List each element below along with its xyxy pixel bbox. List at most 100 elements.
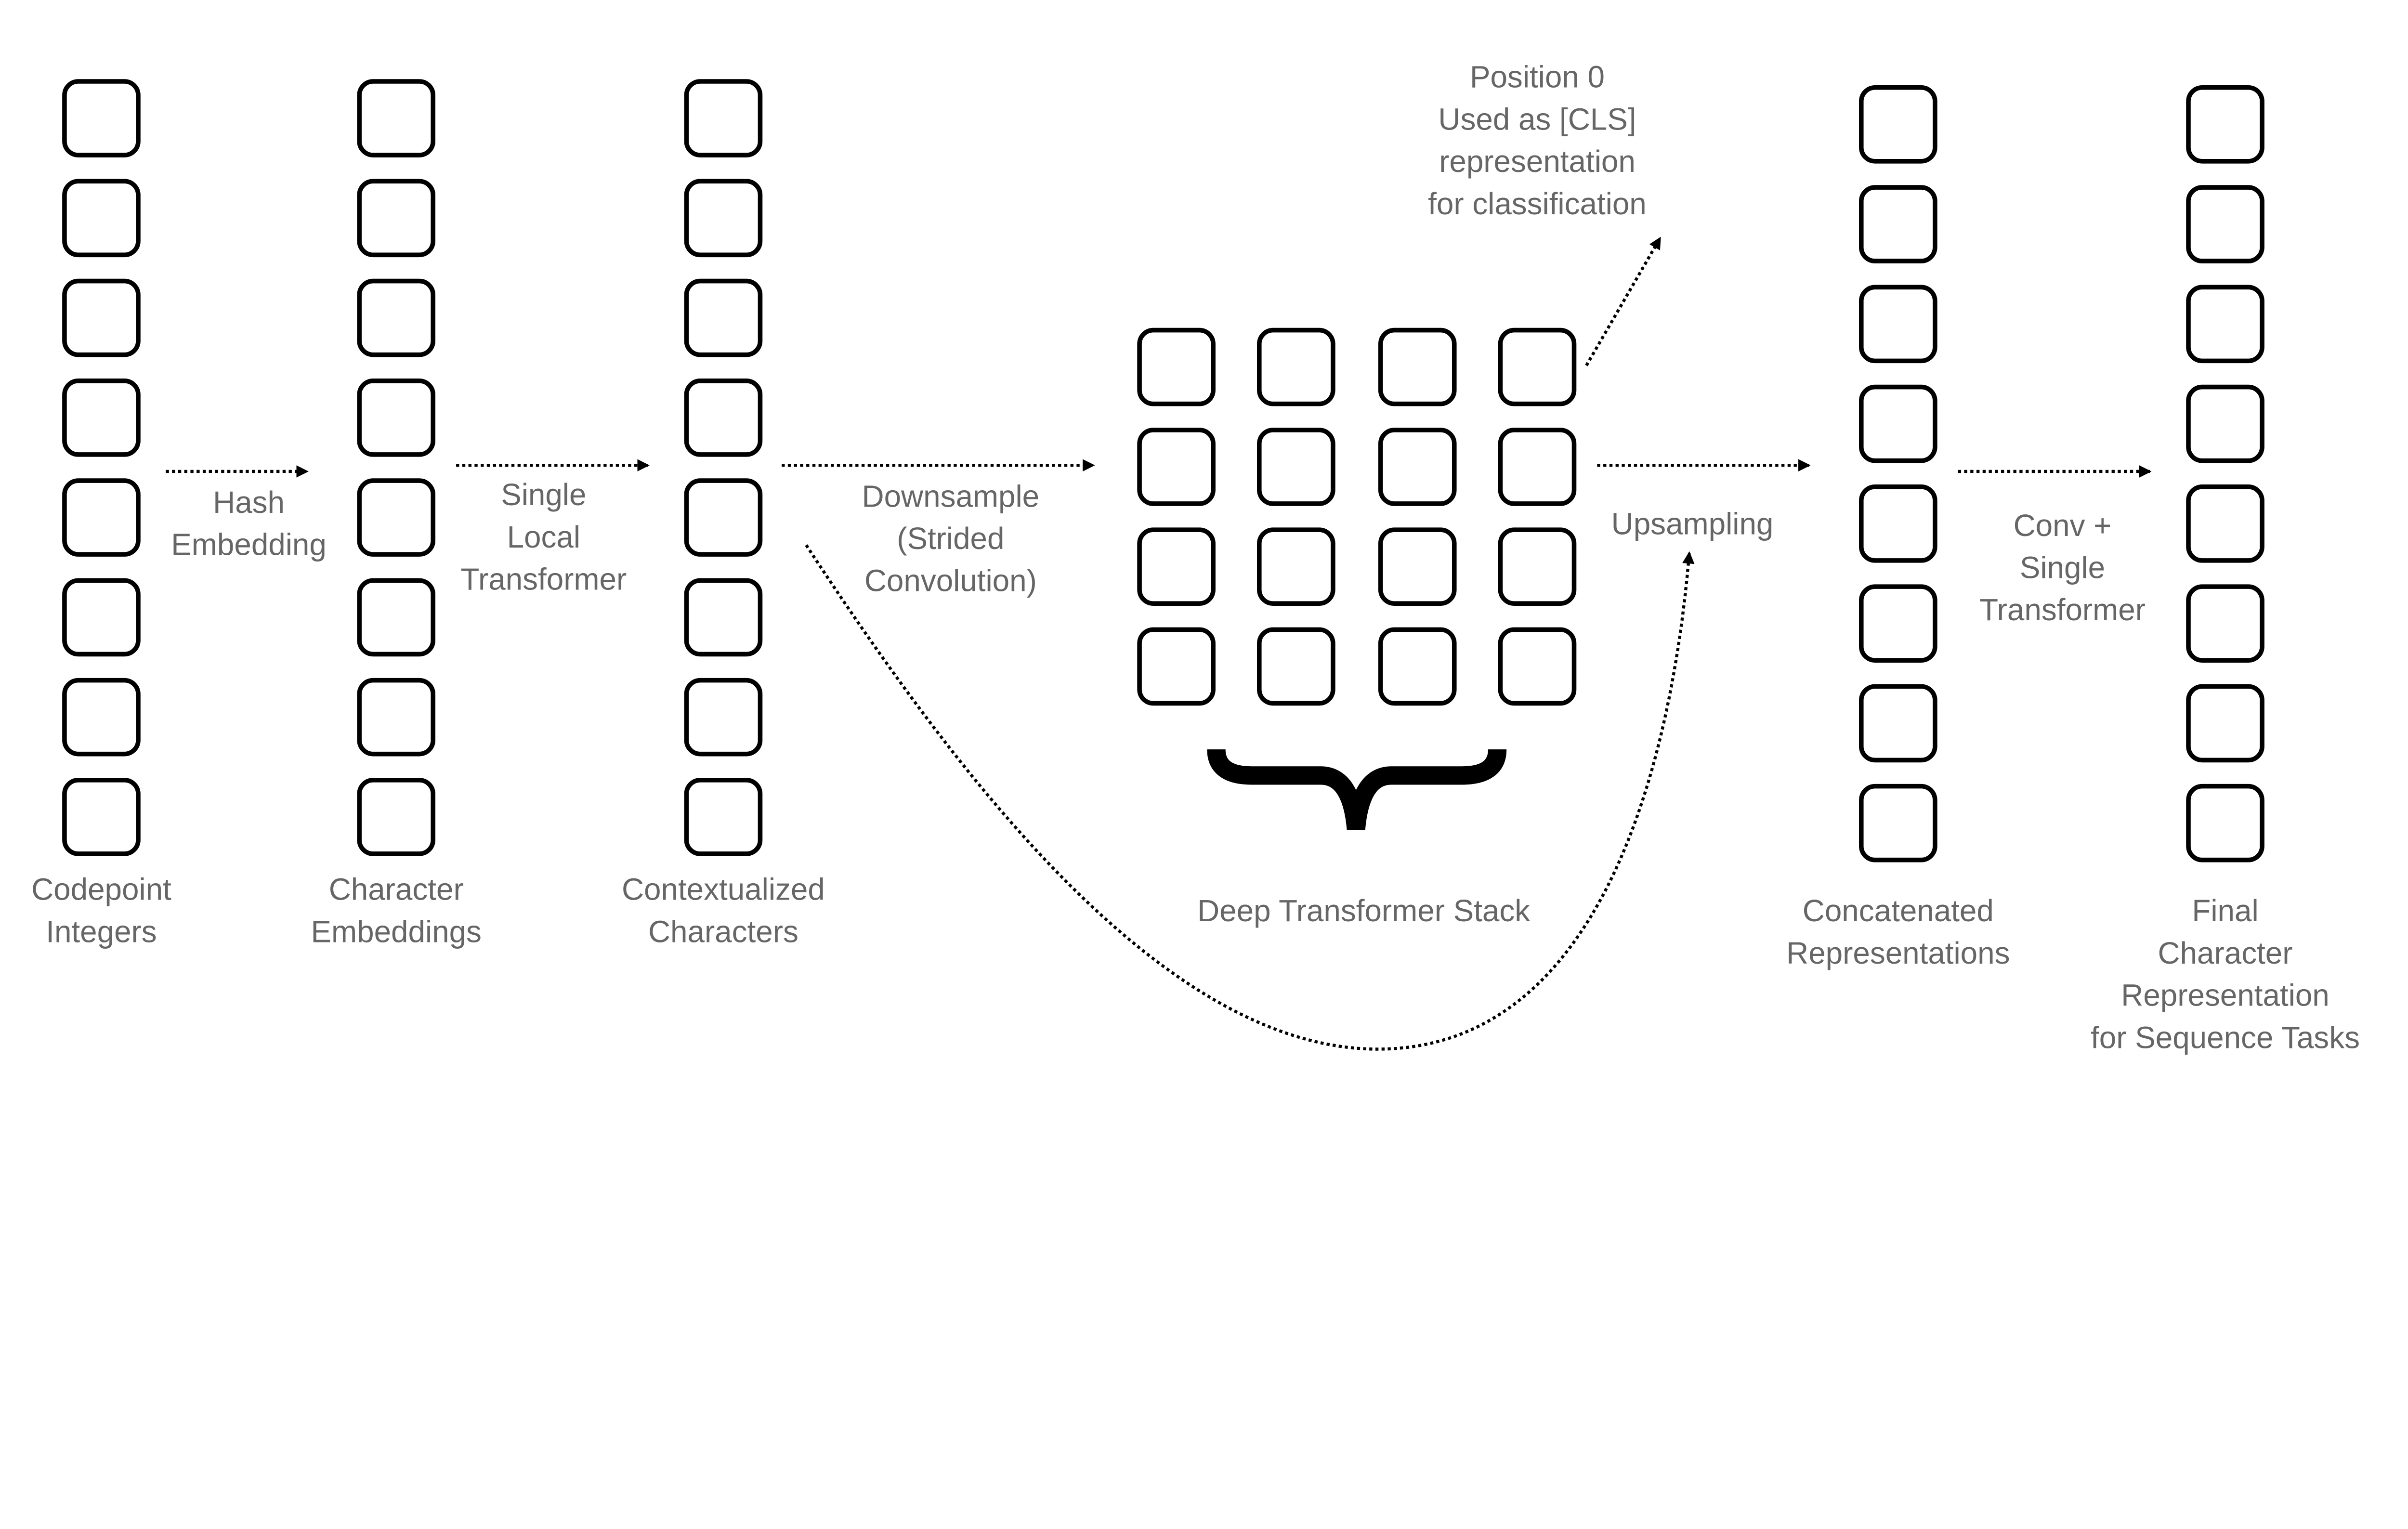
token-box (684, 379, 763, 457)
label-line: Transformer (1979, 592, 2146, 627)
token-column (1859, 85, 1937, 863)
label-line: Deep Transformer Stack (1197, 893, 1530, 928)
token-box (2186, 285, 2264, 364)
token-box (1859, 384, 1937, 463)
downsampled-token-box (1378, 428, 1457, 506)
token-box (684, 278, 763, 357)
downsampled-token-box (1257, 627, 1335, 706)
downsampled-token-box (1498, 327, 1577, 406)
token-box (62, 678, 141, 757)
label-line: Final (2192, 893, 2258, 928)
downsampled-token-box (1137, 527, 1216, 606)
label-line: Concatenated (1803, 893, 1994, 928)
label-line: Upsampling (1611, 507, 1774, 541)
token-box (684, 778, 763, 856)
token-box (684, 478, 763, 557)
label-line: Position 0 (1470, 60, 1605, 94)
stage-label-deep-stack: Deep Transformer Stack (1197, 893, 1530, 928)
residual-skip-arrow (805, 544, 1695, 1051)
token-box (2186, 484, 2264, 563)
downsampled-token-box (1378, 627, 1457, 706)
label-line: Convolution) (864, 563, 1037, 598)
label-line: Characters (648, 914, 798, 949)
downsampled-token-box (1498, 527, 1577, 606)
token-column (62, 79, 141, 856)
label-line: for Sequence Tasks (2091, 1020, 2360, 1055)
downsampled-token-box (1378, 527, 1457, 606)
token-box (357, 179, 436, 258)
token-box (684, 578, 763, 657)
token-box (2186, 584, 2264, 663)
downsampled-token-box (1137, 627, 1216, 706)
token-box (2186, 85, 2264, 164)
token-box (1859, 684, 1937, 763)
token-box (62, 379, 141, 457)
token-box (357, 678, 436, 757)
downsampled-token-box (1137, 428, 1216, 506)
token-box (357, 778, 436, 856)
label-line: Codepoint (31, 872, 171, 907)
downsampled-token-box (1498, 627, 1577, 706)
token-box (62, 578, 141, 657)
token-box (357, 79, 436, 157)
downsampled-token-box (1378, 327, 1457, 406)
label-line: Transformer (460, 562, 627, 596)
token-box (62, 478, 141, 557)
label-line: Used as [CLS] (1438, 102, 1636, 136)
token-box (357, 379, 436, 457)
downsampled-token-box (1257, 327, 1335, 406)
label-line: Representations (1786, 936, 2010, 970)
token-box (1859, 185, 1937, 263)
downsampled-token-box (1498, 428, 1577, 506)
cls-note: Position 0 Used as [CLS] representation for… (1428, 60, 1647, 221)
label-line: for classification (1428, 186, 1647, 221)
deep-transformer-grid (1137, 327, 1577, 706)
label-line: (Strided (897, 521, 1004, 556)
downsampled-token-box (1137, 327, 1216, 406)
token-box (1859, 85, 1937, 164)
label-line: Single (501, 477, 586, 512)
token-box (1859, 584, 1937, 663)
token-box (62, 179, 141, 258)
token-box (62, 278, 141, 357)
token-box (1859, 784, 1937, 863)
label-line: Embedding (171, 527, 327, 562)
label-line: Single (2020, 550, 2105, 585)
label-line: Integers (46, 914, 157, 949)
op-label-upsampling: Upsampling (1611, 507, 1774, 541)
token-box (357, 578, 436, 657)
label-line: Conv + (2014, 508, 2112, 543)
token-box (684, 79, 763, 157)
label-line: Downsample (862, 479, 1040, 513)
token-column (2186, 85, 2264, 863)
curly-brace (1207, 748, 1507, 830)
cls-arrow (1585, 236, 1662, 366)
label-line: Character (2158, 936, 2293, 970)
token-box (2186, 384, 2264, 463)
label-line: representation (1439, 144, 1636, 179)
token-box (1859, 484, 1937, 563)
token-box (357, 278, 436, 357)
label-line: Local (507, 520, 580, 554)
token-box (62, 778, 141, 856)
label-line: Representation (2121, 978, 2329, 1013)
label-line: Embeddings (311, 914, 481, 949)
downsampled-token-box (1257, 428, 1335, 506)
token-box (62, 79, 141, 157)
token-box (1859, 285, 1937, 364)
token-column (357, 79, 436, 856)
token-column (684, 79, 763, 856)
token-box (2186, 784, 2264, 863)
label-line: Hash (213, 485, 285, 520)
token-box (684, 179, 763, 258)
